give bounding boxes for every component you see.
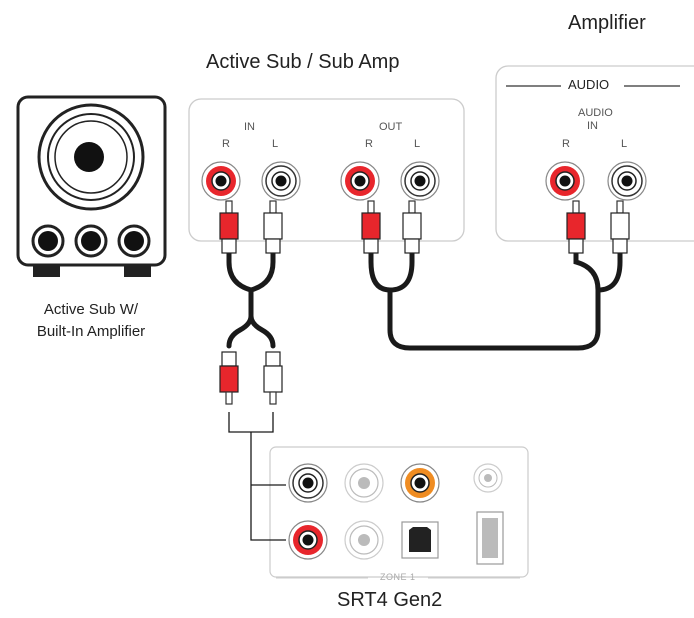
sub-in-l-jack[interactable] bbox=[261, 161, 301, 201]
srt4-sub-out-l-jack bbox=[288, 463, 328, 503]
srt4-usb-port bbox=[476, 511, 504, 565]
lower-r-plug bbox=[219, 351, 239, 405]
lower-l-plug bbox=[263, 351, 283, 405]
active-sub-caption-line2: Built-In Amplifier bbox=[36, 323, 146, 340]
sub-in-label: IN bbox=[244, 121, 255, 133]
srt4-optical-port bbox=[401, 521, 439, 559]
amp-r-label: R bbox=[562, 138, 570, 150]
srt4-zone-label: ZONE 1 bbox=[380, 572, 416, 582]
sub-out-label: OUT bbox=[379, 121, 403, 133]
amplifier-title: Amplifier bbox=[568, 12, 646, 34]
sub-amp-title: Active Sub / Sub Amp bbox=[206, 51, 400, 73]
srt4-line-jack-2 bbox=[344, 520, 384, 560]
active-sub-caption: Active Sub W/ Built-In Amplifier bbox=[10, 299, 172, 343]
sub-out-r-jack[interactable] bbox=[340, 161, 380, 201]
srt4-ir-jack bbox=[473, 463, 503, 493]
amp-l-label: L bbox=[621, 138, 628, 150]
sub-in-r-label: R bbox=[222, 138, 230, 150]
amp-in-l-jack[interactable] bbox=[607, 161, 647, 201]
amp-input-label-in: IN bbox=[587, 120, 598, 132]
amplifier-panel bbox=[495, 65, 694, 242]
srt4-line-jack bbox=[344, 463, 384, 503]
amp-in-r-jack[interactable] bbox=[545, 161, 585, 201]
srt4-panel bbox=[269, 446, 529, 578]
active-sub-speaker bbox=[16, 95, 167, 277]
sub-in-l-label: L bbox=[272, 138, 279, 150]
sub-amp-panel bbox=[188, 98, 465, 242]
sub-in-r-jack[interactable] bbox=[201, 161, 241, 201]
active-sub-caption-line1: Active Sub W/ bbox=[43, 301, 139, 318]
sub-out-r-label: R bbox=[365, 138, 373, 150]
srt4-coax-jack bbox=[400, 463, 440, 503]
cables bbox=[226, 245, 623, 351]
bracket-lines bbox=[228, 412, 286, 541]
sub-out-l-label: L bbox=[414, 138, 421, 150]
srt4-title: SRT4 Gen2 bbox=[337, 589, 443, 611]
srt4-sub-out-r-jack bbox=[288, 520, 328, 560]
amp-section-label: AUDIO bbox=[568, 77, 610, 92]
sub-out-l-jack[interactable] bbox=[400, 161, 440, 201]
amp-input-label: AUDIO bbox=[578, 107, 613, 119]
srt4-connectors bbox=[288, 463, 504, 565]
